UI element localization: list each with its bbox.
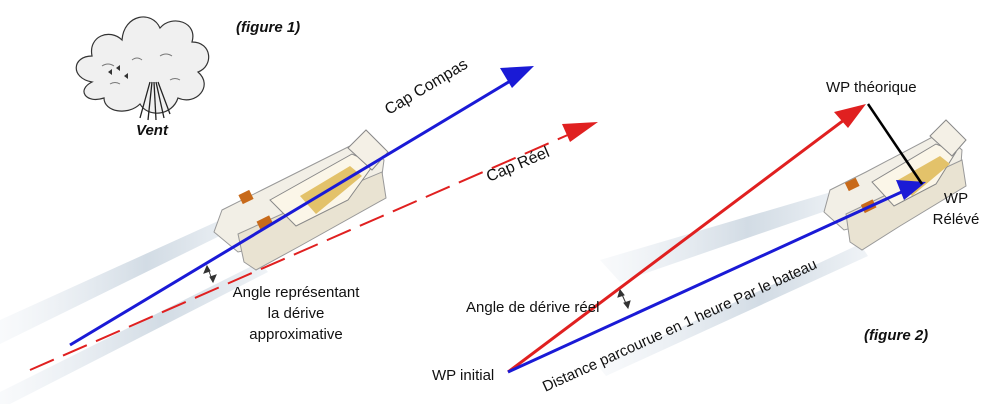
figure-1-caption: (figure 1) <box>236 19 301 36</box>
boat-wake-1 <box>0 212 268 404</box>
heading-compass-line <box>69 78 513 347</box>
drift-angle-label-1: Angle représentant la dérive approximati… <box>216 282 376 345</box>
offset-line <box>866 103 924 185</box>
heading-real-arrowhead <box>562 122 598 142</box>
drift-angle-marker-1 <box>203 264 217 284</box>
drift-angle-marker-2 <box>617 288 631 310</box>
wp-observed-line-2: Rélévé <box>932 211 980 228</box>
theoretical-route-line <box>507 112 853 374</box>
wind-label: Vent <box>136 122 168 139</box>
theoretical-route-arrowhead <box>834 104 866 128</box>
wp-observed-line-1: WP <box>943 190 969 207</box>
drift-angle-line-3: approximative <box>249 326 343 343</box>
heading-real-line <box>29 133 571 371</box>
boat-wake-2 <box>598 190 868 376</box>
figure-2-caption: (figure 2) <box>864 327 929 344</box>
wp-observed-label: WP Rélévé <box>928 188 984 230</box>
wp-theoretical-label: WP théorique <box>826 79 917 96</box>
drift-angle-line-2: la dérive <box>267 305 325 322</box>
wp-initial-label: WP initial <box>432 367 495 384</box>
drift-angle-label-2: Angle de dérive réel <box>466 299 600 316</box>
catamaran-boat-2 <box>823 119 967 251</box>
actual-route-line <box>507 188 907 374</box>
heading-compass-arrowhead <box>500 66 534 88</box>
wind-cloud-icon <box>75 16 210 121</box>
catamaran-boat-1 <box>213 129 389 271</box>
drift-angle-line-1: Angle représentant <box>232 284 360 301</box>
actual-route-arrowhead <box>896 180 926 200</box>
